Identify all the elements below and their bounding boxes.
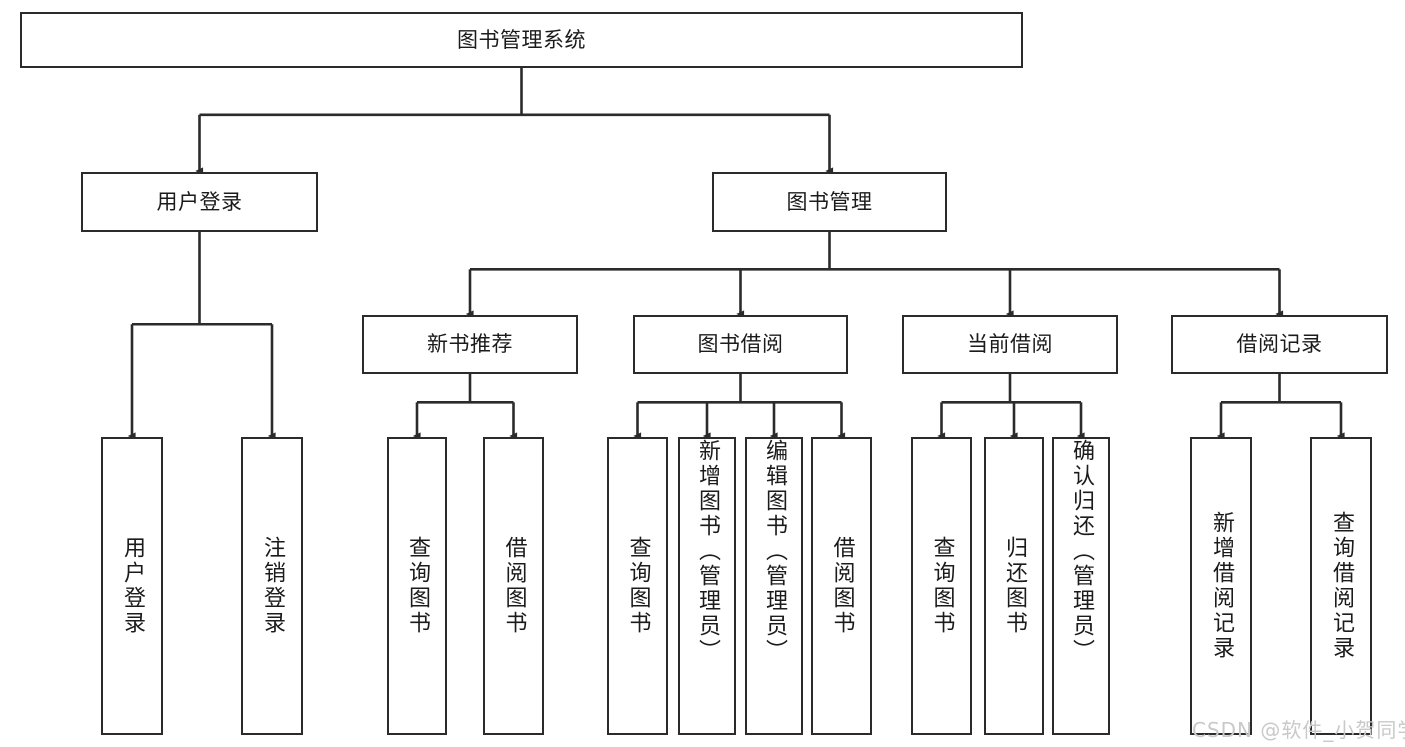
node-current-borrow[interactable]: 当前借阅 — [902, 315, 1118, 374]
node-leaf-user-logout[interactable]: 注销登录 — [241, 437, 303, 735]
node-label: 新增借阅记录 — [1209, 511, 1234, 661]
node-new-book-recommend[interactable]: 新书推荐 — [362, 315, 578, 374]
node-leaf-borrow-book[interactable]: 借阅图书 — [811, 437, 872, 735]
node-leaf-add-book-admin[interactable]: 新增图书（管理员） — [678, 437, 736, 735]
node-root[interactable]: 图书管理系统 — [20, 12, 1023, 68]
node-label: 新增图书（管理员） — [695, 439, 720, 664]
node-label: 查询图书 — [929, 536, 955, 636]
node-leaf-query-book-current[interactable]: 查询图书 — [911, 437, 972, 735]
node-label: 注销登录 — [260, 536, 285, 636]
node-label: 新书推荐 — [427, 332, 513, 357]
node-label: 借阅记录 — [1236, 332, 1323, 357]
node-label: 用户登录 — [156, 189, 243, 214]
node-book-management[interactable]: 图书管理 — [712, 172, 947, 232]
node-label: 查询借阅记录 — [1329, 511, 1354, 661]
node-label: 编辑图书（管理员） — [762, 439, 787, 664]
csdn-watermark: CSDN @软件_小贺同学 — [1192, 718, 1405, 742]
node-leaf-edit-book-admin[interactable]: 编辑图书（管理员） — [745, 437, 803, 735]
node-label: 查询图书 — [405, 536, 430, 636]
node-label: 查询图书 — [625, 536, 651, 636]
node-label: 当前借阅 — [967, 332, 1053, 357]
node-label: 图书管理 — [786, 189, 873, 214]
node-user-login[interactable]: 用户登录 — [81, 172, 318, 232]
node-label: 借阅图书 — [501, 536, 527, 636]
node-label: 归还图书 — [1002, 536, 1027, 636]
node-leaf-query-borrow-record[interactable]: 查询借阅记录 — [1310, 437, 1372, 735]
node-label: 借阅图书 — [829, 536, 855, 636]
node-leaf-query-book-recommend[interactable]: 查询图书 — [387, 437, 447, 735]
node-leaf-return-book[interactable]: 归还图书 — [984, 437, 1044, 735]
node-leaf-borrow-book-recommend[interactable]: 借阅图书 — [483, 437, 544, 735]
node-leaf-user-login[interactable]: 用户登录 — [101, 437, 163, 735]
node-leaf-confirm-return-admin[interactable]: 确认归还（管理员） — [1052, 437, 1110, 735]
node-label: 图书借阅 — [697, 332, 784, 357]
node-label: 用户登录 — [120, 536, 145, 636]
node-label: 确认归还（管理员） — [1069, 439, 1094, 664]
node-book-borrow[interactable]: 图书借阅 — [633, 315, 848, 374]
node-leaf-add-borrow-record[interactable]: 新增借阅记录 — [1190, 437, 1252, 735]
node-label: 图书管理系统 — [457, 27, 586, 52]
node-borrow-record[interactable]: 借阅记录 — [1171, 315, 1388, 374]
node-leaf-query-book-borrow[interactable]: 查询图书 — [607, 437, 668, 735]
